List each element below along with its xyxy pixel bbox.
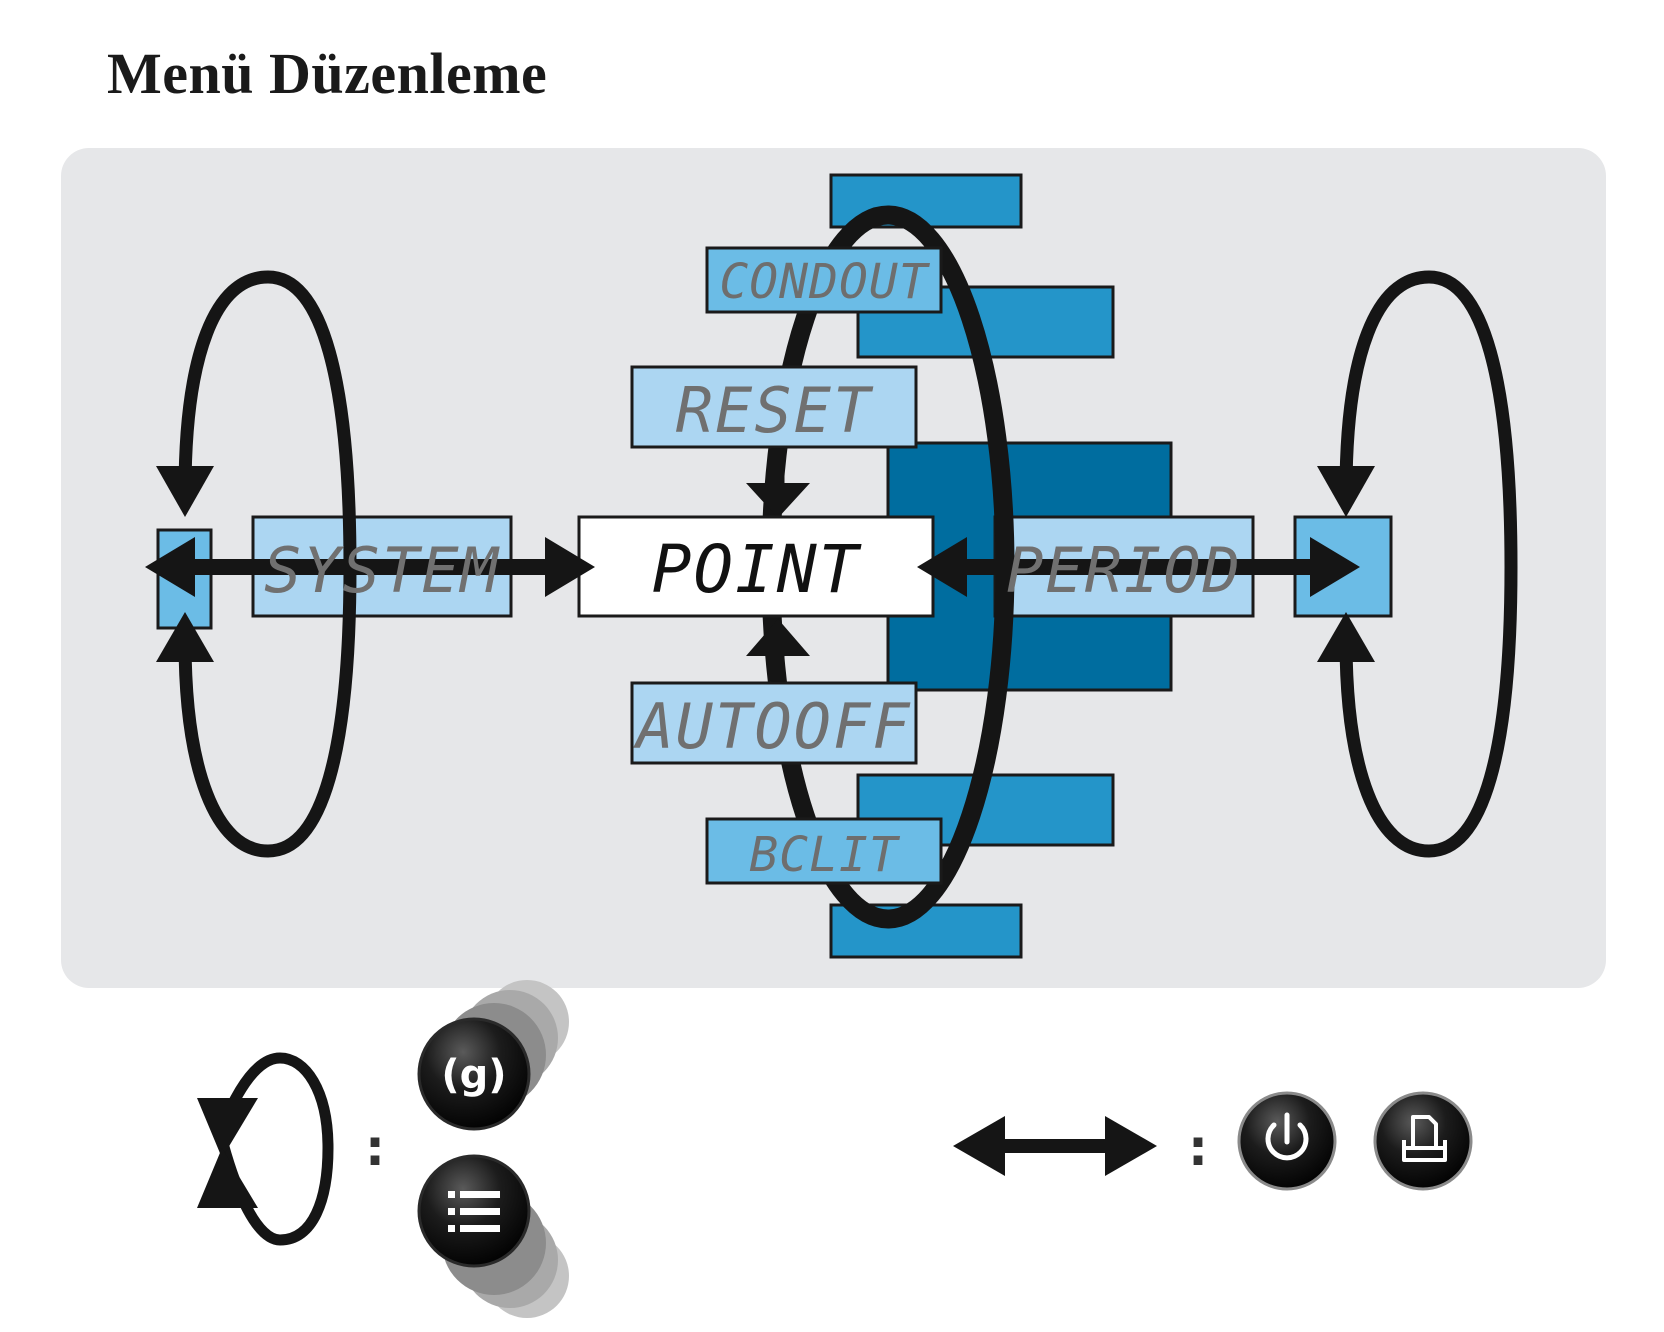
- left-loop-arrow-up: [156, 612, 214, 662]
- reset-label: RESET: [676, 374, 874, 447]
- arrow-up-to-point-head: [746, 619, 810, 656]
- loop-symbol-arrow-down: [197, 1098, 258, 1158]
- system-label: SYSTEM: [264, 534, 501, 607]
- g-key-label: (g): [441, 1052, 506, 1098]
- page-title: Menü Düzenleme: [107, 41, 548, 106]
- bclit-label: BCLIT: [749, 827, 901, 883]
- power-icon: [1265, 1112, 1309, 1161]
- bclit-box: [705, 817, 943, 885]
- print-icon: [1402, 1115, 1447, 1162]
- period-label: PERIOD: [1006, 534, 1242, 607]
- autooff-box: [630, 681, 918, 765]
- loop-symbol: [214, 1052, 334, 1246]
- legend-colon-left: :: [365, 1119, 385, 1177]
- arrow-down-to-point-head: [746, 483, 810, 518]
- double-arrow-symbol: [953, 1116, 1157, 1176]
- g-key-button[interactable]: (g): [417, 980, 569, 1131]
- point-label: POINT: [652, 531, 862, 608]
- loop-symbol-arrow-up: [197, 1148, 258, 1208]
- right-loop: [1339, 270, 1518, 858]
- condout-label: CONDOUT: [719, 254, 930, 310]
- menu-list-icon: [448, 1191, 500, 1232]
- right-loop-arrow-down: [1317, 466, 1375, 517]
- point-box: [577, 515, 935, 618]
- print-button[interactable]: [1373, 1091, 1473, 1191]
- menu-key-button[interactable]: [417, 1154, 569, 1318]
- power-button[interactable]: [1237, 1091, 1337, 1191]
- left-loop-arrow-down: [156, 466, 214, 517]
- right-loop-arrow-up: [1317, 612, 1375, 662]
- condout-box: [705, 246, 943, 314]
- autooff-label: AUTOOFF: [632, 690, 911, 763]
- legend-colon-right: :: [1188, 1119, 1208, 1177]
- reset-box: [630, 365, 918, 449]
